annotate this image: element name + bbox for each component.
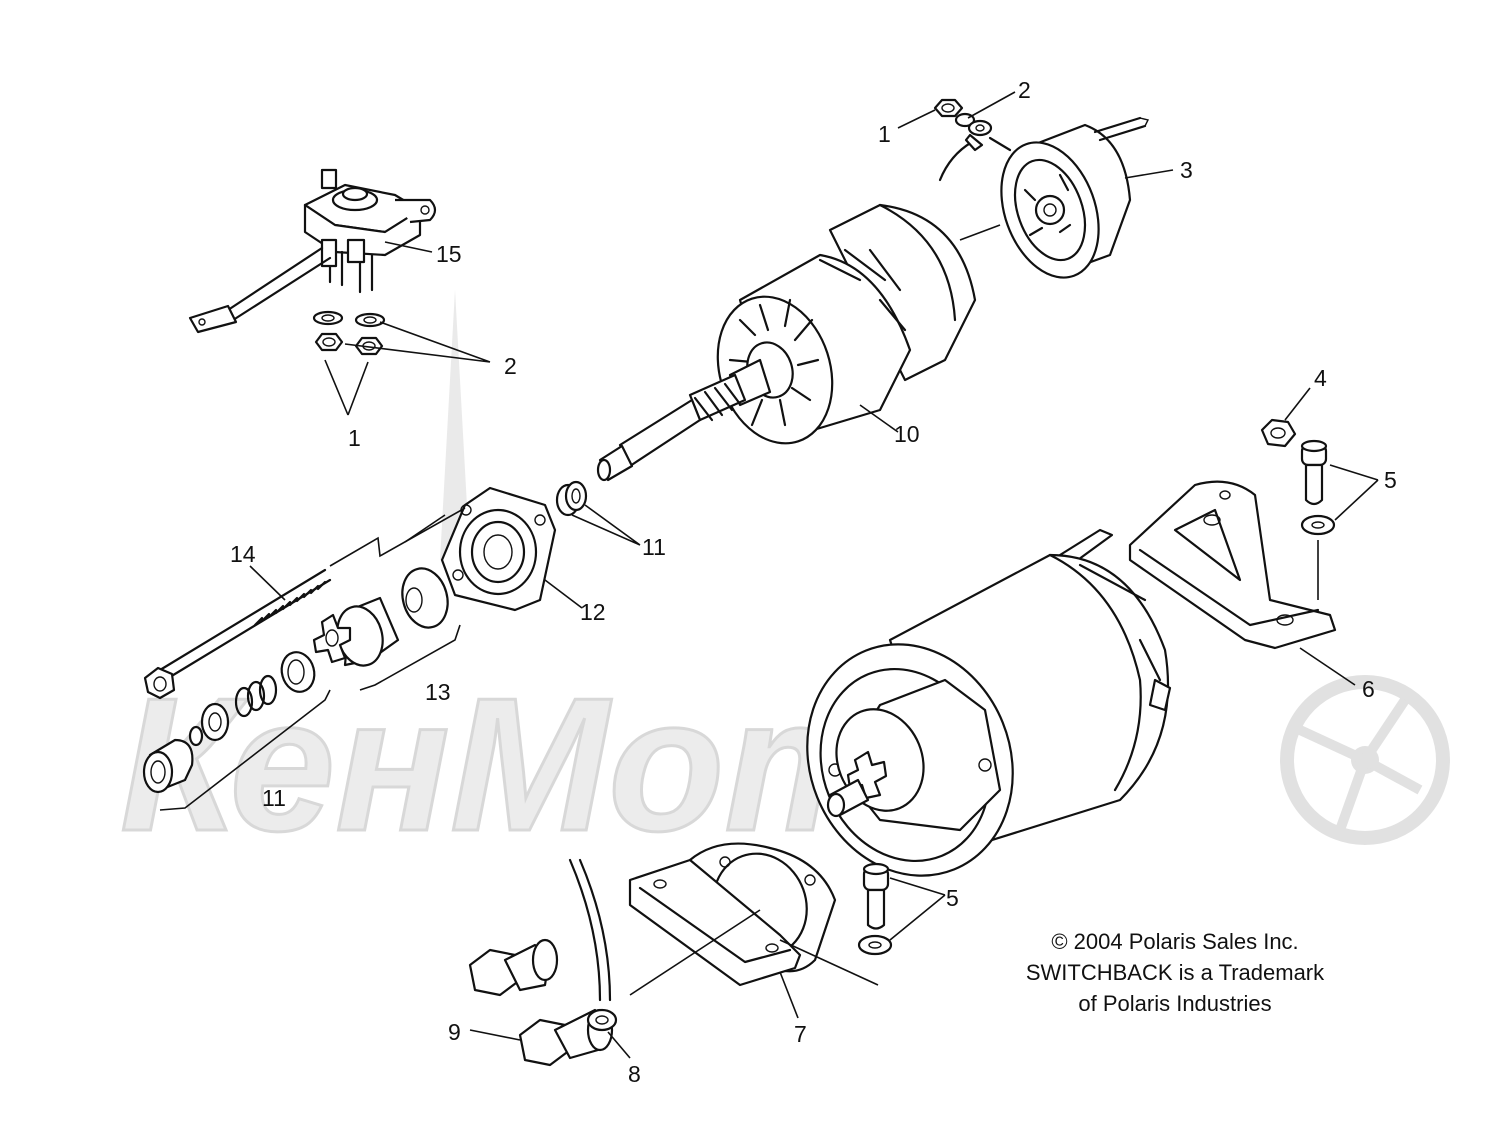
watermark-spire-icon bbox=[440, 290, 470, 560]
lower-bracket-part-7 bbox=[628, 842, 837, 987]
callout-numbers: 1 2 3 15 2 1 10 4 5 6 11 12 14 13 11 5 7… bbox=[230, 77, 1397, 1087]
bolt-washer-part-5-low bbox=[857, 862, 893, 956]
bolts-part-9 bbox=[468, 938, 614, 1067]
callout-10: 10 bbox=[894, 421, 920, 447]
solenoid-part-15 bbox=[188, 168, 437, 334]
washers-part-11-mid bbox=[555, 480, 588, 517]
mounting-bracket-part-6 bbox=[1128, 480, 1337, 650]
callout-7: 7 bbox=[794, 1021, 807, 1047]
leader-lines bbox=[159, 91, 1379, 1059]
callout-5-right: 5 bbox=[1384, 467, 1397, 493]
small-parts-part-11-low bbox=[142, 651, 316, 794]
copyright-line-3: of Polaris Industries bbox=[1078, 991, 1272, 1016]
callout-11-mid: 11 bbox=[642, 534, 666, 560]
callout-4: 4 bbox=[1314, 365, 1327, 391]
drive-assembly-part-13 bbox=[312, 567, 449, 667]
callout-2-top: 2 bbox=[1018, 77, 1031, 103]
callout-15: 15 bbox=[436, 241, 462, 267]
nut-part-4 bbox=[1260, 418, 1297, 448]
callout-14: 14 bbox=[230, 541, 256, 567]
flange-plate-part-12 bbox=[440, 486, 557, 612]
callout-8: 8 bbox=[628, 1061, 641, 1087]
copyright-line-1: © 2004 Polaris Sales Inc. bbox=[1051, 929, 1299, 954]
watermark-wheel-icon bbox=[1280, 675, 1450, 845]
callout-3: 3 bbox=[1180, 157, 1193, 183]
callout-1-left: 1 bbox=[348, 425, 361, 451]
top-nut-washers bbox=[933, 98, 993, 182]
ground-wire-part-8 bbox=[568, 858, 618, 1032]
callout-9: 9 bbox=[448, 1019, 461, 1045]
copyright-line-2: SWITCHBACK is a Trademark bbox=[1025, 960, 1325, 985]
washers-nuts-left bbox=[312, 310, 386, 356]
callout-2-left: 2 bbox=[504, 353, 517, 379]
callout-1-top: 1 bbox=[878, 121, 891, 147]
callout-5-low: 5 bbox=[946, 885, 959, 911]
through-bolt-part-14 bbox=[143, 568, 332, 700]
starter-motor-assembly bbox=[806, 528, 1172, 877]
bolt-washer-part-5-right bbox=[1300, 439, 1336, 600]
callout-11-low: 11 bbox=[262, 785, 286, 811]
armature-part-10 bbox=[596, 203, 977, 482]
copyright-notice: © 2004 Polaris Sales Inc. SWITCHBACK is … bbox=[990, 926, 1360, 1019]
callout-12: 12 bbox=[580, 599, 606, 625]
end-cap-part-3 bbox=[988, 116, 1150, 279]
callout-13: 13 bbox=[425, 679, 451, 705]
callout-6: 6 bbox=[1362, 676, 1375, 702]
